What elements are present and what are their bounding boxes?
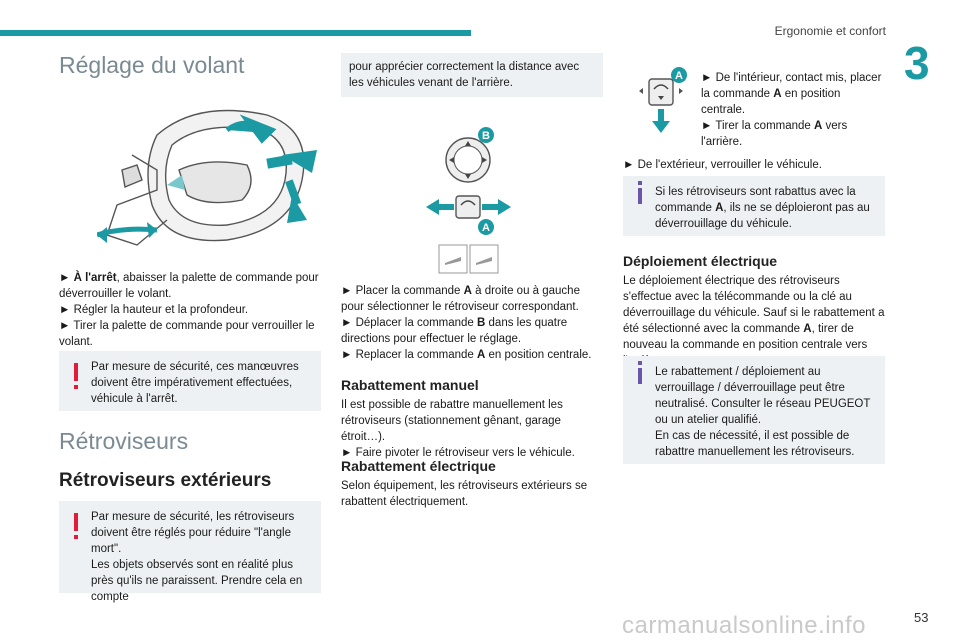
step-1: ► De l'intérieur, contact mis, placer la…: [701, 72, 882, 116]
info-icon: [638, 361, 642, 384]
fold-steps: ► De l'intérieur, contact mis, placer la…: [701, 70, 885, 150]
arrow-right-icon: [498, 199, 511, 215]
mirror-fold-illustration: A: [639, 67, 687, 133]
chapter-number: 3: [904, 37, 930, 89]
arrow-down-icon: [287, 195, 307, 223]
top-accent-bar: [0, 30, 471, 36]
deploiement-paragraph: Le déploiement électrique des rétroviseu…: [623, 275, 885, 367]
step-2: ► Déplacer la commande B dans les quatre…: [341, 317, 568, 345]
step-3: ► Tirer la palette de commande pour verr…: [59, 320, 315, 348]
info-icon: [638, 181, 642, 204]
arrow-left-icon: [426, 199, 439, 215]
mirror-steps: ► Placer la commande A à droite ou à gau…: [341, 283, 603, 363]
arrow-left-icon: [167, 175, 185, 190]
step-exterieur: ► De l'extérieur, verrouiller le véhicul…: [623, 159, 822, 171]
step-2: ► Tirer la commande A vers l'arrière.: [701, 120, 848, 148]
title-retroviseurs: Rétroviseurs: [59, 428, 189, 454]
label-b: B: [482, 130, 490, 142]
page-number: 53: [914, 610, 929, 625]
steering-wheel-illustration: [97, 109, 317, 246]
step-3: ► Replacer la commande A en position cen…: [341, 349, 592, 361]
step-1: ► À l'arrêt, abaisser la palette de comm…: [59, 272, 319, 300]
warning-box-volant: Par mesure de sécurité, ces manœuvres do…: [59, 351, 321, 411]
info-box-rabattus: Si les rétroviseurs sont rabattus avec l…: [623, 176, 885, 236]
manuel-step: ► Faire pivoter le rétroviseur vers le v…: [341, 447, 575, 459]
section-header: Ergonomie et confort: [774, 24, 886, 38]
volant-steps: ► À l'arrêt, abaisser la palette de comm…: [59, 270, 321, 350]
warning-icon: [74, 513, 78, 539]
heading-rabattement-electrique: Rabattement électrique: [341, 458, 496, 474]
warning-icon: [74, 363, 78, 389]
warning-box-continued: pour apprécier correctement la distance …: [341, 53, 603, 97]
step-1: ► Placer la commande A à droite ou à gau…: [341, 285, 580, 313]
arrow-down-icon: [652, 121, 670, 133]
subtitle-retroviseurs-exterieurs: Rétroviseurs extérieurs: [59, 470, 272, 491]
label-a: A: [675, 70, 683, 82]
label-a: A: [482, 222, 490, 234]
arrow-up-right-icon: [225, 114, 277, 144]
mirror-control-illustration: B A: [426, 127, 511, 274]
step-2: ► Régler la hauteur et la profondeur.: [59, 304, 249, 316]
title-reglage-volant: Réglage du volant: [59, 52, 245, 78]
manuel-paragraph: Il est possible de rabattre manuellement…: [341, 397, 603, 461]
heading-deploiement-electrique: Déploiement électrique: [623, 253, 778, 269]
info-box-neutralise: Le rabattement / déploiement au verrouil…: [623, 356, 885, 464]
warning-box-retroviseurs: Par mesure de sécurité, les rétroviseurs…: [59, 501, 321, 603]
heading-rabattement-manuel: Rabattement manuel: [341, 377, 479, 393]
watermark: carmanualsonline.info: [622, 612, 866, 639]
electrique-paragraph: Selon équipement, les rétroviseurs extér…: [341, 480, 588, 508]
